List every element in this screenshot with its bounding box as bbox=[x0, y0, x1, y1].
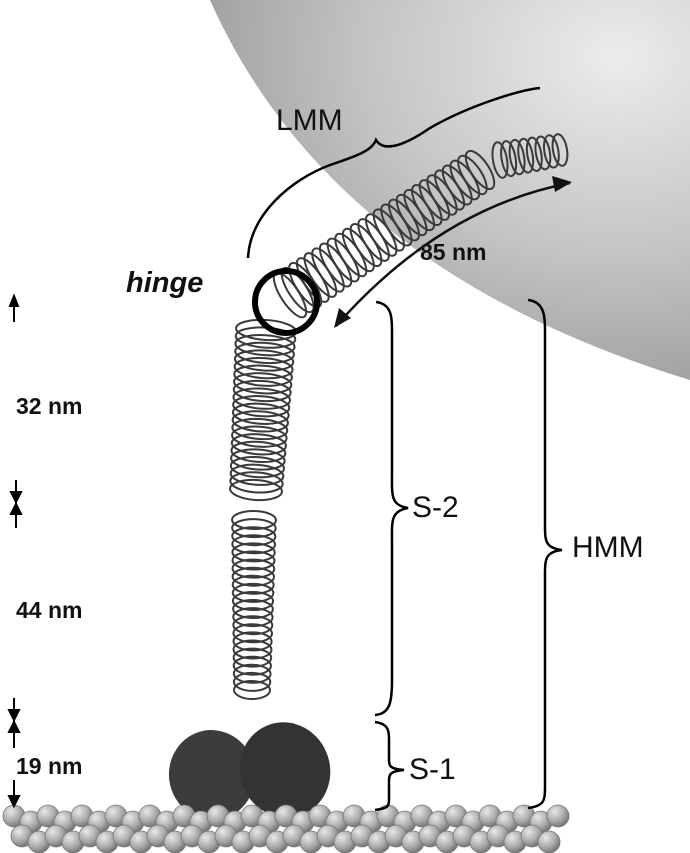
myosin-head-right bbox=[239, 722, 331, 818]
label-19nm: 19 nm bbox=[16, 753, 82, 779]
helix-loop bbox=[232, 655, 272, 676]
helix-loop bbox=[231, 509, 277, 531]
label-hmm: HMM bbox=[572, 531, 644, 564]
helix-loop bbox=[231, 582, 275, 603]
helix-loop bbox=[232, 647, 273, 668]
helix-loop bbox=[231, 402, 290, 425]
helix-loop bbox=[232, 615, 274, 636]
helix-loop bbox=[229, 471, 284, 494]
label-s1: S-1 bbox=[409, 753, 456, 786]
hinge-ring bbox=[252, 268, 320, 336]
helix-loop bbox=[232, 623, 273, 644]
helix-loop bbox=[229, 455, 285, 479]
helix-loop bbox=[232, 663, 272, 684]
helix-loop bbox=[457, 154, 488, 196]
helix-loop bbox=[231, 518, 277, 539]
helix-loop bbox=[233, 372, 293, 395]
label-32nm: 32 nm bbox=[16, 393, 82, 419]
helix-loop bbox=[232, 387, 291, 410]
helix-loop bbox=[231, 550, 276, 571]
helix-loop bbox=[508, 138, 526, 176]
arrowhead-85nm-top bbox=[552, 176, 572, 192]
helix-loop bbox=[234, 334, 296, 357]
helix-loop bbox=[233, 679, 271, 701]
helix-loop bbox=[234, 341, 295, 365]
helix-loop bbox=[229, 463, 285, 486]
helix-loop bbox=[464, 149, 496, 191]
helix-loop bbox=[491, 141, 509, 179]
helix-loop bbox=[233, 356, 294, 380]
arrowhead-85nm-bottom bbox=[334, 308, 351, 328]
brace-s2 bbox=[374, 300, 409, 717]
myosin-head-left bbox=[168, 730, 256, 820]
label-44nm: 44 nm bbox=[16, 597, 82, 623]
helix-loop bbox=[229, 478, 283, 502]
helix-loop bbox=[525, 136, 543, 173]
helix-loop bbox=[232, 639, 273, 660]
helix-loop bbox=[231, 526, 277, 547]
helix-loop bbox=[231, 574, 275, 595]
helix-loop bbox=[517, 137, 535, 174]
helix-loop bbox=[542, 134, 560, 169]
label-hinge: hinge bbox=[126, 267, 203, 299]
helix-loop bbox=[232, 671, 272, 692]
helix-loop bbox=[230, 433, 287, 456]
helix-loop bbox=[551, 133, 569, 167]
helix-loop bbox=[231, 590, 275, 612]
actin-monomer bbox=[537, 830, 561, 853]
helix-loop bbox=[233, 364, 293, 387]
arrow-85nm bbox=[335, 181, 571, 327]
helix-loop bbox=[231, 417, 289, 441]
helix-loop bbox=[230, 440, 287, 464]
helix-loop bbox=[232, 379, 292, 403]
helix-loop bbox=[231, 558, 276, 579]
coiled-coil-rod bbox=[229, 133, 569, 701]
actin-filament bbox=[2, 804, 570, 853]
helix-loop bbox=[232, 598, 274, 620]
helix-loop bbox=[534, 135, 552, 171]
actin-monomer bbox=[546, 804, 570, 828]
brace-s1 bbox=[374, 720, 405, 812]
label-85nm: 85 nm bbox=[420, 239, 486, 265]
helix-loop bbox=[233, 349, 295, 372]
helix-loop bbox=[230, 448, 286, 471]
helix-loop bbox=[232, 631, 273, 652]
helix-loop bbox=[500, 140, 518, 178]
dimension-markers bbox=[7, 293, 23, 809]
label-s2: S-2 bbox=[412, 491, 459, 524]
helix-loop bbox=[232, 607, 274, 628]
brace-hmm bbox=[527, 298, 563, 810]
label-lmm: LMM bbox=[276, 104, 343, 137]
brace-lmm bbox=[246, 86, 541, 259]
helix-loop bbox=[231, 542, 276, 563]
helix-loop bbox=[231, 534, 277, 555]
helix-loop bbox=[232, 395, 291, 418]
helix-loop bbox=[231, 410, 289, 433]
helix-loop bbox=[231, 566, 275, 587]
helix-loop bbox=[231, 425, 288, 448]
